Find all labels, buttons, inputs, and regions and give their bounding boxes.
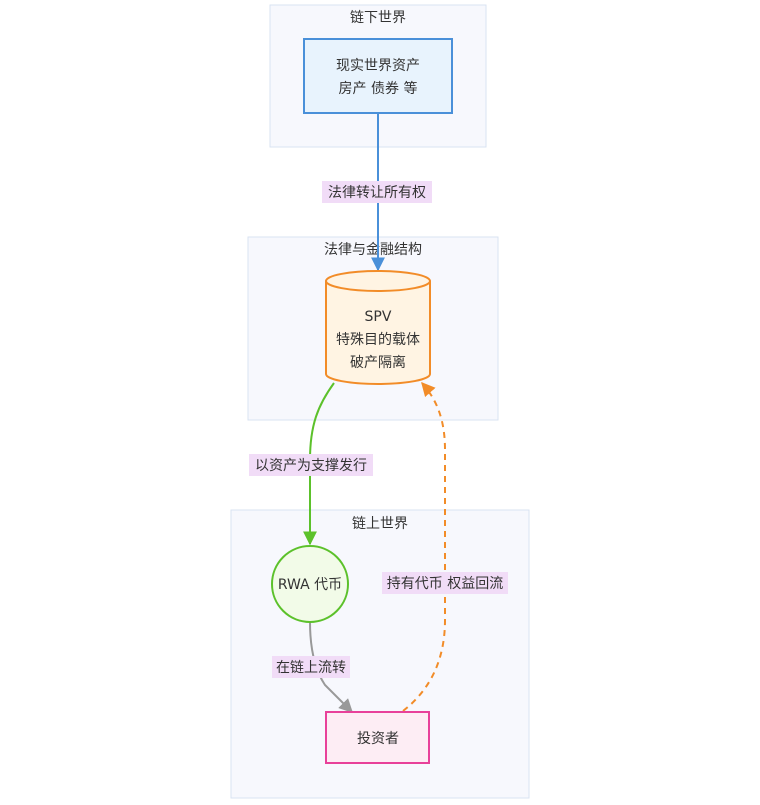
edge-label-text: 以资产为支撑发行 bbox=[255, 458, 367, 474]
cluster-onchain-title: 链上世界 bbox=[352, 516, 408, 532]
node-spv-line1: SPV bbox=[365, 309, 392, 325]
edge-label-rights-return: 持有代币 权益回流 bbox=[382, 572, 508, 594]
node-spv-line3: 破产隔离 bbox=[350, 354, 406, 371]
node-investor-label: 投资者 bbox=[357, 731, 399, 747]
node-asset-line2: 房产 债券 等 bbox=[339, 80, 418, 97]
edge-label-asset-backed-issuance: 以资产为支撑发行 bbox=[249, 454, 373, 476]
node-real-world-asset[interactable]: 现实世界资产 房产 债券 等 bbox=[303, 38, 453, 114]
cluster-legal-title: 法律与金融结构 bbox=[324, 242, 422, 258]
edge-label-bg bbox=[382, 572, 508, 594]
edge-label-text: 法律转让所有权 bbox=[328, 185, 426, 201]
node-token-circle bbox=[271, 545, 349, 623]
node-spv-top bbox=[325, 270, 431, 292]
node-rwa-token[interactable]: RWA 代币 bbox=[271, 545, 349, 623]
edge-label-bg bbox=[322, 181, 432, 203]
edge-label-text: 持有代币 权益回流 bbox=[387, 576, 503, 592]
node-token-label: RWA 代币 bbox=[278, 577, 342, 593]
edge-label-on-chain-circulation: 在链上流转 bbox=[272, 656, 350, 678]
node-asset-line1: 现实世界资产 bbox=[336, 58, 420, 74]
node-investor-box bbox=[325, 711, 430, 764]
node-investor[interactable]: 投资者 bbox=[325, 711, 430, 764]
edge-label-text: 在链上流转 bbox=[276, 660, 346, 676]
edge-investor-to-spv bbox=[402, 381, 446, 712]
node-spv-body bbox=[325, 281, 431, 385]
edge-label-bg bbox=[272, 656, 350, 678]
edge-label-legal-transfer: 法律转让所有权 bbox=[322, 181, 432, 203]
node-spv-line2: 特殊目的载体 bbox=[336, 332, 420, 348]
node-spv[interactable]: SPV 特殊目的载体 破产隔离 bbox=[325, 270, 431, 385]
cluster-offchain-title: 链下世界 bbox=[350, 10, 406, 26]
node-asset-box bbox=[303, 38, 453, 114]
edge-label-bg bbox=[249, 454, 373, 476]
